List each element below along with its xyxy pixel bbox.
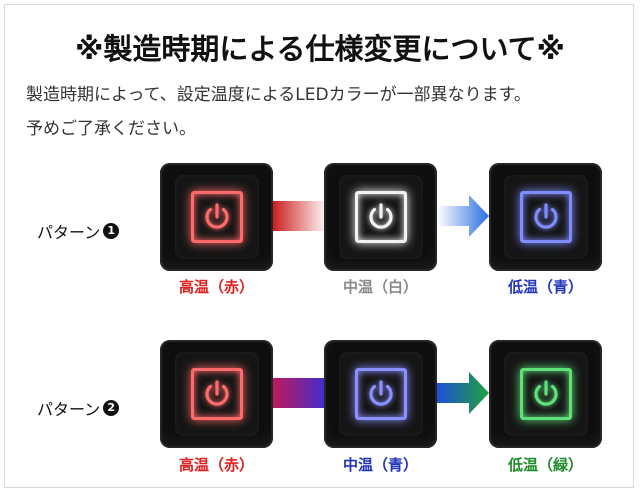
pattern-2-connector-1: [272, 378, 328, 408]
power-icon: [368, 380, 393, 406]
pattern-1-connector-1: [272, 201, 328, 231]
pattern-label-text: パターン: [37, 400, 101, 419]
pattern-1-label: パターン 1: [37, 219, 120, 243]
pattern-label-text: パターン: [37, 223, 101, 242]
pattern-2-label: パターン 2: [37, 396, 120, 420]
led-frame: [190, 368, 243, 420]
led-frame: [519, 368, 572, 420]
pattern-number-badge: 1: [103, 223, 120, 239]
pattern-2-caption-mid: 中温（青）: [342, 456, 418, 474]
pattern-2-caption-high: 高温（赤）: [178, 456, 254, 474]
pattern-2-arrow: [437, 372, 489, 414]
led-frame: [519, 191, 572, 243]
power-icon: [204, 380, 229, 406]
pattern-2-switch-mid: [324, 340, 437, 448]
pattern-1-caption-low: 低温（青）: [507, 278, 583, 296]
pattern-1-switch-low: [489, 163, 602, 271]
pattern-2-switch-low: [489, 340, 602, 448]
description-line-1: 製造時期によって、設定温度によるLEDカラーが一部異なります。: [26, 85, 531, 105]
pattern-2-caption-low: 低温（緑）: [507, 456, 583, 474]
power-icon: [533, 203, 558, 229]
power-icon: [204, 203, 229, 229]
pattern-number-badge: 2: [103, 400, 120, 416]
pattern-1-switch-high: [160, 163, 273, 271]
led-frame: [190, 191, 243, 243]
pattern-1-caption-high: 高温（赤）: [178, 278, 254, 296]
pattern-1-arrow: [437, 195, 489, 237]
power-icon: [368, 203, 393, 229]
pattern-1-switch-mid: [324, 163, 437, 271]
power-icon: [533, 380, 558, 406]
page-title: ※製造時期による仕様変更について※: [75, 32, 565, 66]
pattern-2-switch-high: [160, 340, 273, 448]
description-line-2: 予めご了承ください。: [26, 119, 196, 139]
led-frame: [354, 191, 407, 243]
pattern-1-caption-mid: 中温（白）: [342, 278, 418, 296]
led-frame: [354, 368, 407, 420]
